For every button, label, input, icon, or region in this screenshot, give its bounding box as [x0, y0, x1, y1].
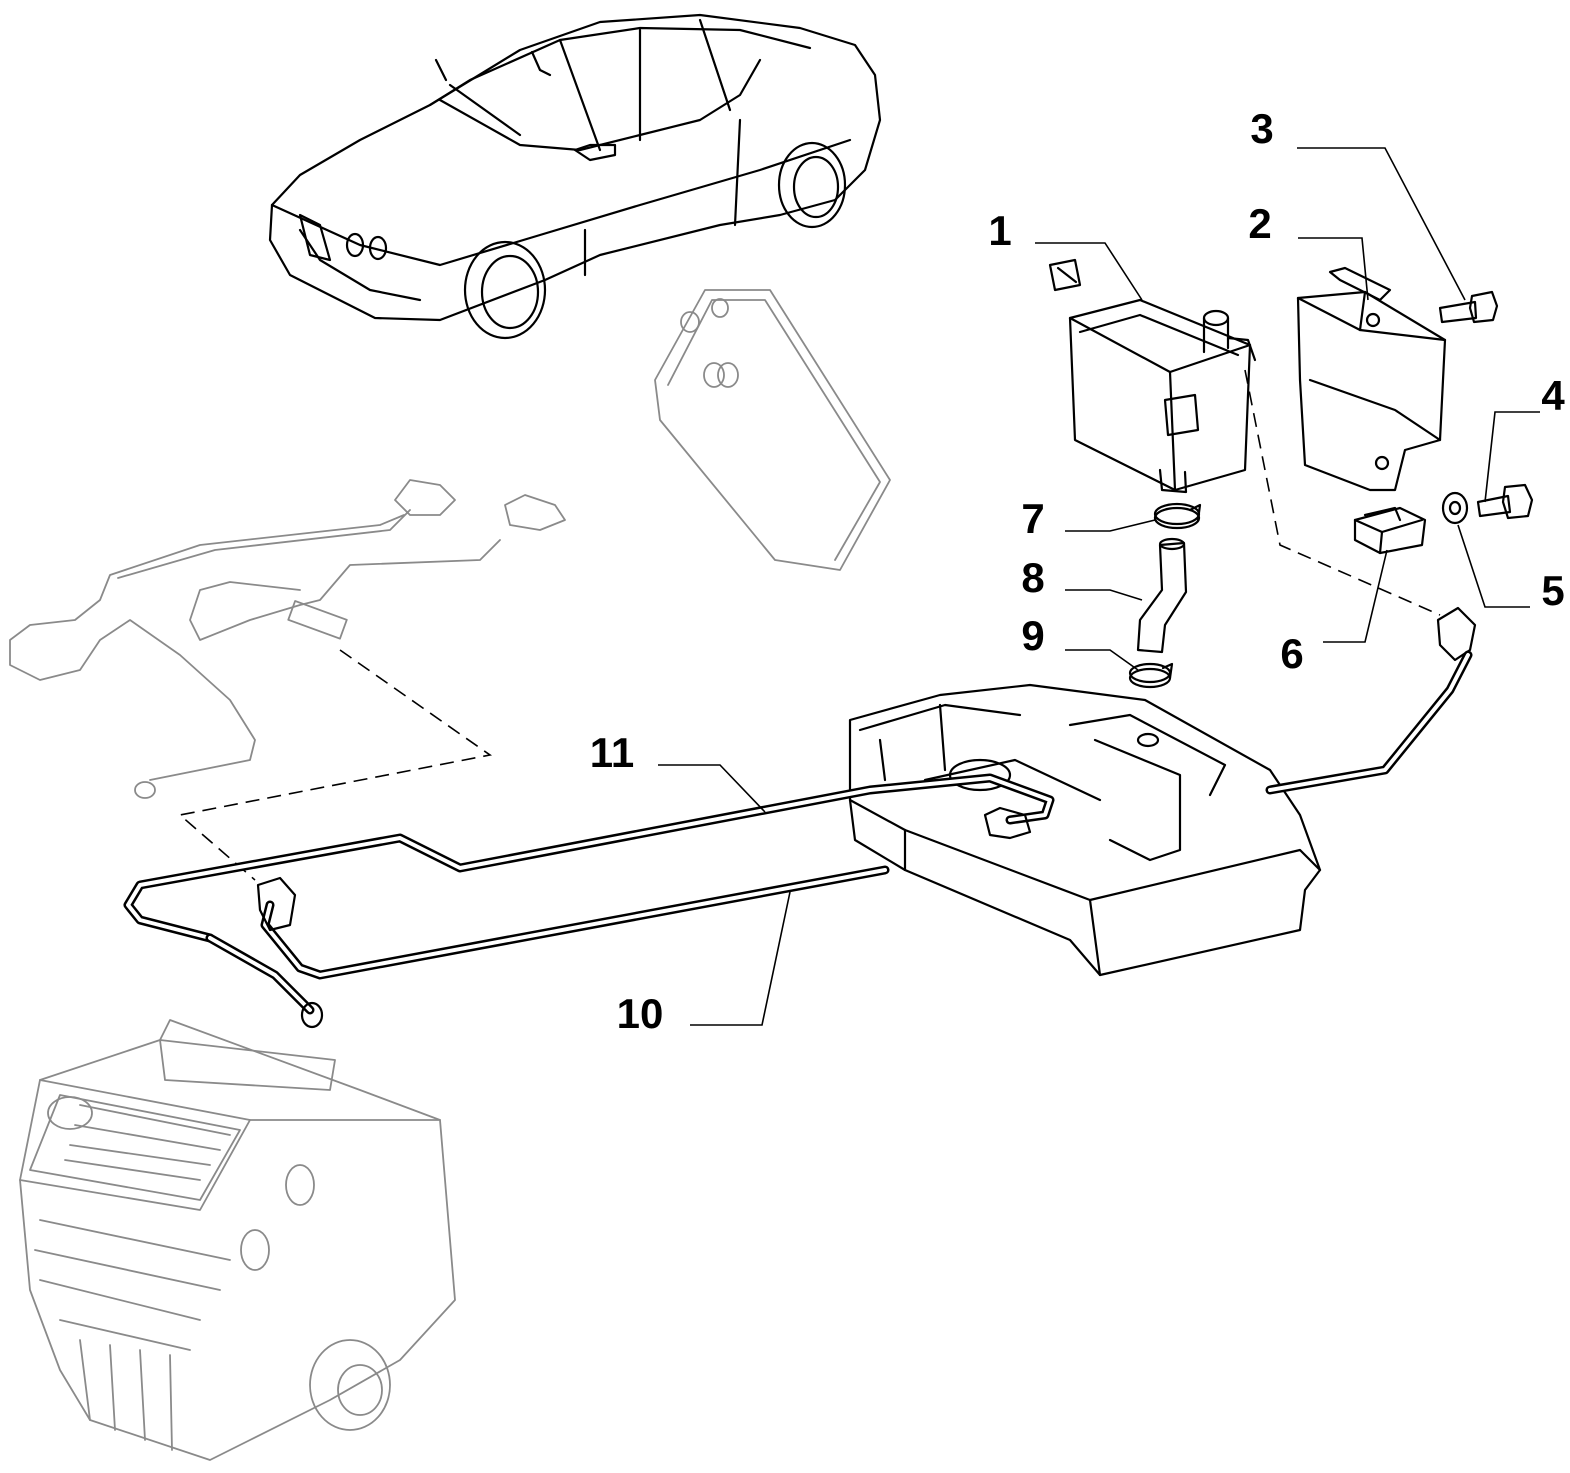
callout-labels: 1 2 3 4 5 6 7 8 9 10 11	[590, 105, 1566, 1037]
engine-illustration	[19, 1019, 456, 1461]
part-3-bolt	[1438, 290, 1499, 324]
part-5-washer	[1441, 491, 1469, 525]
callout-2: 2	[1248, 200, 1271, 247]
part-7-clamp	[1153, 502, 1202, 530]
callout-4: 4	[1541, 372, 1565, 419]
callout-3: 3	[1250, 105, 1273, 152]
callout-8: 8	[1021, 554, 1044, 601]
callout-10: 10	[617, 990, 664, 1037]
part-6-clip	[1353, 506, 1427, 555]
part-2-bracket	[1296, 266, 1447, 492]
leader-lines	[658, 147, 1540, 1026]
callout-11: 11	[590, 729, 634, 776]
callout-5: 5	[1541, 567, 1564, 614]
callout-7: 7	[1021, 495, 1044, 542]
part-1-reservoir	[1048, 258, 1257, 494]
part-8-hose	[1136, 537, 1188, 654]
callout-6: 6	[1280, 630, 1303, 677]
car-illustration	[268, 13, 882, 340]
dashed-connections	[178, 369, 1441, 881]
part-9-clamp	[1128, 662, 1174, 689]
part-4-bolt	[1476, 483, 1534, 520]
callout-9: 9	[1021, 612, 1044, 659]
faint-reference-parts	[9, 289, 891, 799]
callout-1: 1	[988, 207, 1011, 254]
fuel-tank	[848, 683, 1322, 977]
fuel-pipes	[123, 606, 1477, 1029]
